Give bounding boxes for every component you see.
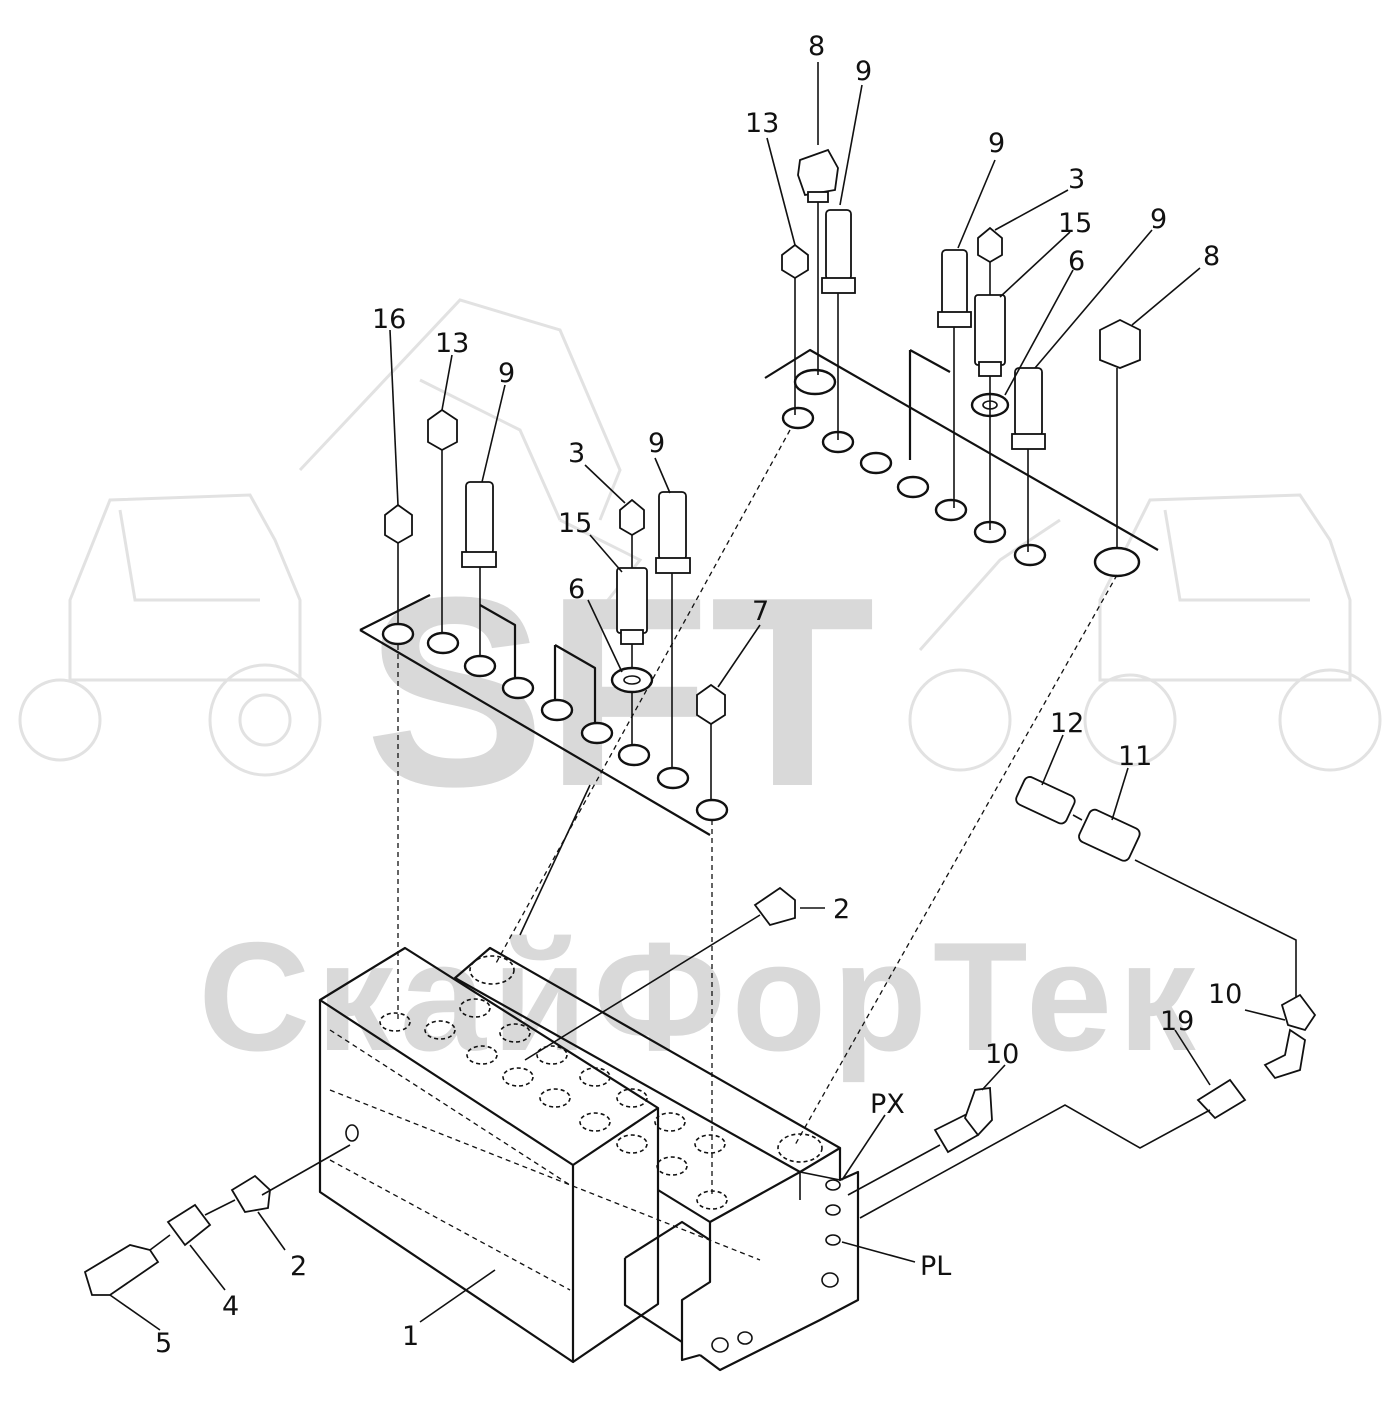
callout-13-left: 13 [435, 328, 469, 359]
callout-15-left: 15 [558, 508, 592, 539]
block-right-front-edge [657, 1171, 801, 1224]
callout-2-left: 2 [290, 1251, 307, 1282]
valve-block [318, 946, 860, 1372]
fitting-10-mid [933, 1086, 993, 1154]
callout-7: 7 [752, 596, 769, 627]
callout-8-top: 8 [808, 31, 825, 62]
port-px-hole [825, 1179, 841, 1191]
watermark-tractor-right [908, 493, 1382, 772]
block-step-front [623, 1258, 683, 1343]
fitting-3-top [977, 226, 1003, 295]
mount-hole [821, 1272, 839, 1288]
fittings-left [384, 408, 726, 800]
block-step [624, 1220, 711, 1259]
callout-16: 16 [372, 304, 406, 335]
mount-hole [711, 1337, 729, 1353]
mount-hole [737, 1331, 753, 1345]
callout-px: PX [870, 1089, 905, 1120]
fitting-15-left [616, 567, 648, 745]
callout-10-right: 10 [1208, 979, 1242, 1010]
callouts: 8 9 13 9 3 15 9 6 8 16 13 9 3 9 15 6 7 1… [155, 31, 1242, 1359]
fitting-9-top [821, 209, 856, 440]
callout-13-top: 13 [745, 108, 779, 139]
fitting-12 [1015, 776, 1076, 825]
callout-12: 12 [1050, 708, 1084, 739]
callout-9-upper-right: 9 [1150, 204, 1167, 235]
side-port-hole [345, 1124, 359, 1142]
callout-6-left: 6 [568, 574, 585, 605]
fitting-9-right [1011, 367, 1046, 552]
fitting-7 [696, 683, 726, 800]
callout-8-right: 8 [1203, 241, 1220, 272]
port-hole [825, 1204, 841, 1216]
callout-9-top: 9 [855, 56, 872, 87]
callout-1: 1 [402, 1321, 419, 1352]
fitting-2-right [753, 886, 796, 927]
fitting-9-left [461, 481, 497, 655]
callout-9-upper: 9 [988, 128, 1005, 159]
port-pl-hole [825, 1234, 841, 1246]
fitting-8-right [1099, 318, 1141, 548]
block-flange [699, 1148, 860, 1372]
callout-15-upper: 15 [1058, 208, 1092, 239]
fittings-left-side [83, 1144, 351, 1296]
fitting-15-top [974, 294, 1006, 530]
callout-5: 5 [155, 1328, 172, 1359]
callout-9-left: 9 [498, 358, 515, 389]
fitting-3-left [619, 498, 645, 568]
block-right-front-face [680, 1222, 712, 1362]
top-ports [379, 955, 823, 1210]
fitting-9-mid [937, 249, 972, 508]
callout-2-right: 2 [833, 894, 850, 925]
callout-19: 19 [1160, 1006, 1194, 1037]
block-left-front-face [318, 1000, 575, 1364]
watermark-brand-bottom: СкайФорТек [198, 910, 1201, 1083]
callout-pl: PL [920, 1251, 951, 1282]
callout-10-mid: 10 [985, 1039, 1019, 1070]
callout-4: 4 [222, 1291, 239, 1322]
watermark-excavator [298, 298, 643, 611]
fitting-10-right [1263, 993, 1317, 1080]
alignment-lines [397, 429, 1118, 1195]
fitting-19 [1196, 1078, 1247, 1120]
callout-6-upper: 6 [1068, 246, 1085, 277]
watermark-tractor-left [18, 493, 322, 777]
fitting-16 [384, 503, 413, 625]
piping-right [524, 776, 1317, 1219]
fitting-5 [83, 1244, 160, 1296]
callout-3-left: 3 [568, 438, 585, 469]
fitting-9-left-b [655, 491, 691, 768]
fittings-upper-right [781, 148, 1141, 552]
callout-11: 11 [1118, 741, 1152, 772]
fitting-8-top [797, 148, 839, 375]
block-left-side-face [572, 1108, 660, 1363]
watermark: SFT СкайФорТек [18, 298, 1382, 1083]
fitting-13-top [781, 243, 809, 415]
fitting-4 [166, 1203, 212, 1247]
callout-9-left-b: 9 [648, 428, 665, 459]
fitting-2-left [230, 1174, 271, 1213]
leader-lines [109, 62, 1286, 1331]
callout-3-upper: 3 [1068, 164, 1085, 195]
fitting-11 [1078, 808, 1141, 862]
